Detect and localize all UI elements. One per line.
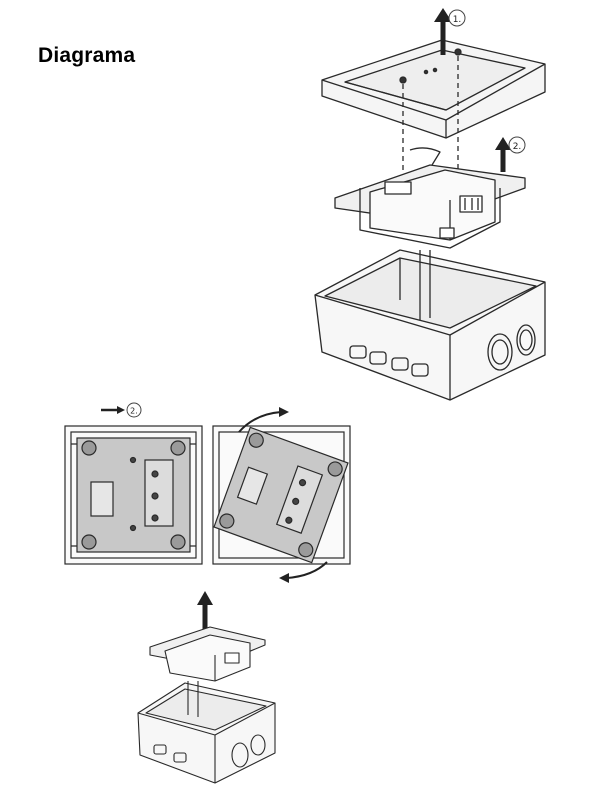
rotate-arrow-icon [286, 561, 328, 579]
step-2b-label: 2. [130, 407, 138, 416]
step-2-badge [508, 136, 526, 154]
arrow-right-icon [101, 406, 125, 414]
step-2b-badge [126, 402, 142, 418]
rotate-arrow-icon [238, 411, 282, 433]
box-top-view-right [212, 425, 351, 565]
exploded-view-diagram: 1. 2. [314, 8, 546, 401]
junction-box [314, 249, 546, 401]
cover-plate [321, 39, 546, 139]
page-title: Diagrama [38, 44, 136, 67]
box-top-view-left [64, 425, 203, 565]
top-view-diagram: 2. [64, 402, 351, 583]
switch-mechanism [334, 147, 526, 249]
step-1-badge [448, 9, 466, 27]
arrow-up-icon [434, 8, 452, 55]
step-1-label: 1. [453, 15, 462, 25]
arrow-up-icon [495, 137, 511, 172]
step-2-label: 2. [513, 142, 522, 152]
switch-mechanism-small [149, 626, 266, 682]
mechanism-removal-diagram [137, 591, 276, 784]
junction-box-small [137, 681, 276, 784]
